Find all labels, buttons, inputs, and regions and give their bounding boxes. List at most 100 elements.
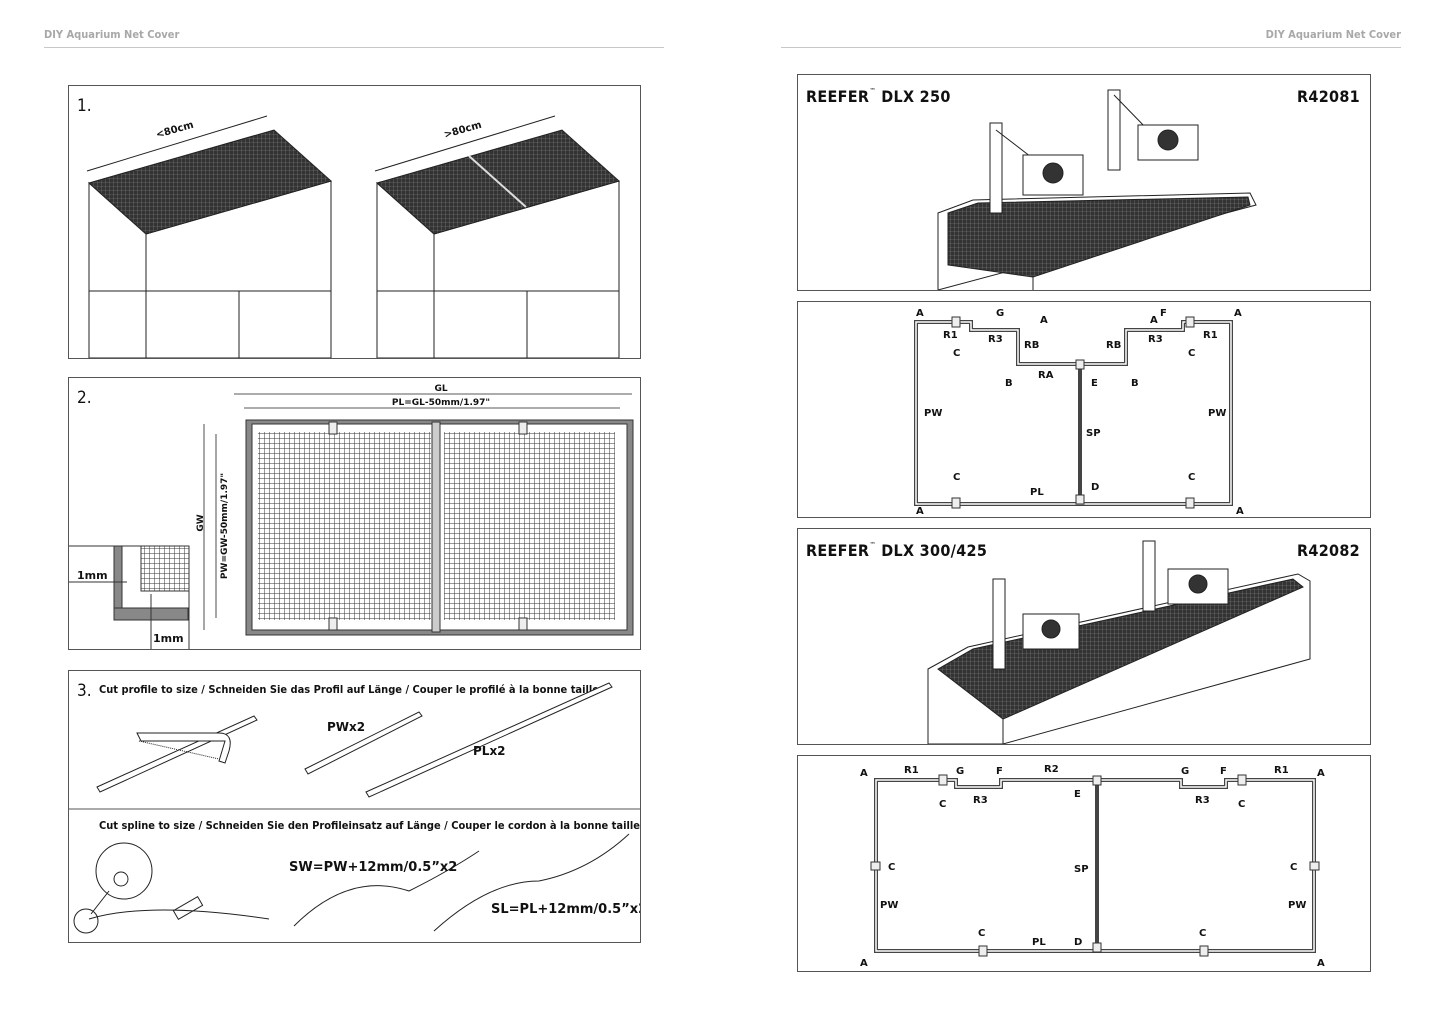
reefer-300-425-illustration	[927, 540, 1311, 744]
label-pw: PW	[924, 408, 942, 419]
label-a: A	[1317, 768, 1325, 779]
size-label-large: >80cm	[443, 120, 483, 141]
reefer-250-illustration	[937, 89, 1257, 290]
label-e: E	[1091, 378, 1098, 389]
label-a: A	[1040, 315, 1048, 326]
label-name: REEFER	[806, 541, 870, 560]
label-c: C	[1199, 928, 1206, 939]
label-d: D	[1091, 482, 1099, 493]
label-pw: PW	[1208, 408, 1226, 419]
label-f: F	[1160, 308, 1167, 319]
label-c: C	[939, 799, 946, 810]
header-divider	[44, 47, 664, 48]
frame-dimension-drawing: GL PL=GL-50mm/1.97" GW PW=GW-50mm/1.97" …	[69, 384, 634, 649]
label-c: C	[1188, 348, 1195, 359]
label-pl: PL	[1030, 487, 1044, 498]
label-g: G	[1181, 766, 1189, 777]
label-r1: R1	[943, 330, 958, 341]
step2-panel: 2. GL PL=GL-50mm/1.97" GW PW=GW-50mm/1.9…	[68, 377, 641, 650]
label-pw: PW	[880, 900, 898, 911]
label-a: A	[916, 308, 924, 319]
label-rb: RB	[1024, 340, 1039, 351]
step-number: 3.	[77, 681, 92, 701]
spline-caption: Cut spline to size / Schneiden Sie den P…	[99, 819, 640, 832]
label-b: B	[1005, 378, 1013, 389]
label-r3: R3	[1148, 334, 1163, 345]
label-suffix: DLX 300/425	[881, 541, 988, 560]
gw-label: GW	[196, 514, 206, 531]
label-g: G	[956, 766, 964, 777]
sw-formula: SW=PW+12mm/0.5”x2	[289, 860, 457, 875]
label-tm: ™	[869, 87, 876, 95]
label-c: C	[1188, 472, 1195, 483]
corner-detail	[69, 545, 190, 649]
sl-formula: SL=PL+12mm/0.5”x2	[491, 902, 640, 917]
label-a: A	[860, 958, 868, 969]
label-c: C	[1238, 799, 1245, 810]
label-pw: PW	[1288, 900, 1306, 911]
label-c: C	[888, 862, 895, 873]
label-r1: R1	[1274, 765, 1289, 776]
profile-caption: Cut profile to size / Schneiden Sie das …	[99, 683, 599, 696]
model2-panel: REEFER™ DLX 300/425 R42082	[797, 528, 1371, 745]
label-r3: R3	[1195, 795, 1210, 806]
pw-formula: PW=GW-50mm/1.97"	[220, 473, 230, 579]
label-tm: ™	[869, 541, 876, 549]
step-number: 1.	[77, 96, 92, 116]
tank-illustrations: <80cm >80cm	[86, 115, 621, 358]
label-suffix: DLX 250	[881, 87, 951, 106]
step1-panel: 1. <80cm >80cm	[68, 85, 641, 359]
label-c: C	[1290, 862, 1297, 873]
frame2-layout: A A A A R1 R1 R2 G G F F R3 R3 C C C C C C E D PW PW SP P…	[860, 764, 1325, 969]
label-r2: R2	[1044, 764, 1059, 775]
tank-large	[374, 115, 621, 358]
label-name: REEFER	[806, 87, 870, 106]
label-f: F	[996, 766, 1003, 777]
label-rb: RB	[1106, 340, 1121, 351]
label-a: A	[1317, 958, 1325, 969]
right-running-header: DIY Aquarium Net Cover	[1265, 28, 1401, 41]
label-a: A	[1236, 506, 1244, 517]
label-r3: R3	[988, 334, 1003, 345]
label-c: C	[953, 348, 960, 359]
step-number: 2.	[77, 388, 92, 408]
pl-formula: PL=GL-50mm/1.97"	[392, 398, 490, 408]
model-title: REEFER™ DLX 300/425	[806, 541, 987, 560]
label-b: B	[1131, 378, 1139, 389]
gl-label: GL	[434, 384, 447, 394]
cutting-illustrations: PWx2 PLx2 SW=PW+12mm/0.5”x2 SL=PL+12mm/0…	[69, 682, 640, 934]
gap-label-side: 1mm	[77, 569, 108, 582]
label-e: E	[1074, 789, 1081, 800]
frame2-panel: A A A A R1 R1 R2 G G F F R3 R3 C C C C C C E D PW PW SP P…	[797, 755, 1371, 972]
label-g: G	[996, 308, 1004, 319]
gap-label-bottom: 1mm	[153, 632, 184, 645]
pl-count-label: PLx2	[473, 744, 506, 758]
label-d: D	[1074, 937, 1082, 948]
label-a: A	[916, 506, 924, 517]
label-a: A	[860, 768, 868, 779]
model-code: R42082	[1297, 541, 1360, 560]
tank-small	[86, 115, 333, 358]
model-title: REEFER™ DLX 250	[806, 87, 951, 106]
label-a: A	[1150, 315, 1158, 326]
label-sp: SP	[1074, 864, 1089, 875]
label-pl: PL	[1032, 937, 1046, 948]
left-running-header: DIY Aquarium Net Cover	[44, 28, 180, 41]
label-a: A	[1234, 308, 1242, 319]
label-r1: R1	[904, 765, 919, 776]
label-c: C	[953, 472, 960, 483]
size-label-small: <80cm	[155, 120, 195, 141]
model1-panel: REEFER™ DLX 250 R42081	[797, 74, 1371, 291]
header-divider	[781, 47, 1401, 48]
label-ra: RA	[1038, 370, 1054, 381]
label-f: F	[1220, 766, 1227, 777]
label-sp: SP	[1086, 428, 1101, 439]
model-code: R42081	[1297, 87, 1360, 106]
pw-count-label: PWx2	[327, 720, 365, 734]
label-r3: R3	[973, 795, 988, 806]
label-c: C	[978, 928, 985, 939]
step3-panel: 3. Cut profile to size / Schneiden Sie d…	[68, 670, 641, 943]
